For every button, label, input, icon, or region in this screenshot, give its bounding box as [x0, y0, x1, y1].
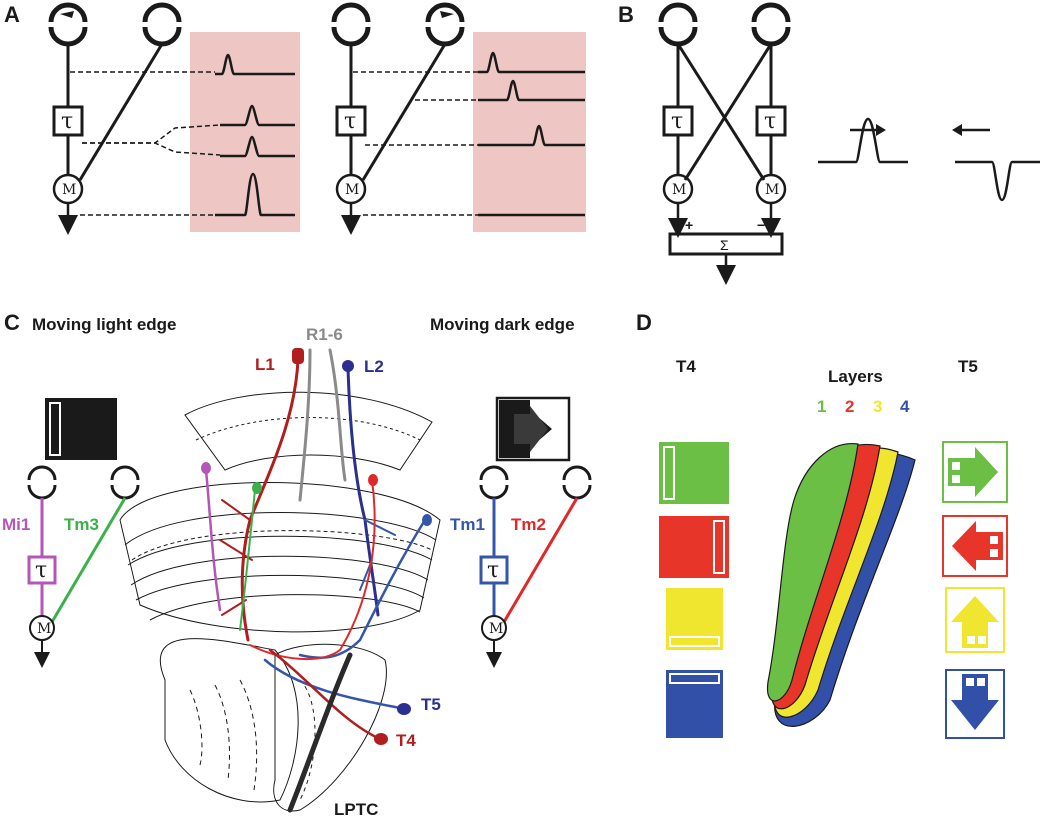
tm2-neuron	[249, 479, 376, 661]
photoreceptor-c3-icon	[479, 465, 509, 500]
photoreceptor-c2-icon	[110, 465, 140, 500]
delay-symbol: τ	[487, 558, 499, 583]
t4-layer4-icon	[666, 670, 723, 738]
minus-sign: −	[757, 217, 765, 233]
mi1-label: Mi1	[2, 515, 30, 534]
multiplier-symbol: M	[345, 182, 359, 198]
photoreceptor-a4-icon	[425, 2, 465, 47]
layer-number-1: 1	[817, 397, 826, 416]
multiplier-symbol: M	[37, 621, 51, 637]
t4-label: T4	[396, 731, 416, 750]
tm3-neuron	[239, 489, 256, 631]
arrow-left-icon	[952, 124, 990, 136]
l2-neuron	[346, 366, 380, 617]
neuron-somata	[201, 348, 432, 745]
photoreceptor-c4-icon	[562, 465, 592, 500]
t5-neuron	[263, 658, 402, 710]
tm1-delay-box	[479, 555, 509, 585]
t4-column-title: T4	[676, 357, 696, 376]
t5-layer1-icon	[942, 441, 1008, 503]
t4-neuron	[268, 648, 380, 740]
panel-d-label: D	[636, 310, 652, 335]
detector-a-left: τ M	[48, 2, 295, 235]
response-positive-trace	[818, 117, 908, 164]
multiplier-symbol: M	[765, 182, 779, 198]
title-moving-light-edge: Moving light edge	[32, 315, 177, 334]
panel-b: B τ τ M M + − Σ	[618, 2, 1040, 285]
delay-symbol: τ	[764, 109, 776, 134]
delay-symbol: τ	[344, 109, 356, 134]
photoreceptor-a2-icon	[142, 2, 182, 47]
t4-layer3-icon	[666, 588, 723, 650]
detector-a-right: τ M	[331, 2, 585, 235]
light-edge-stimulus-icon	[45, 398, 117, 460]
delay-symbol: τ	[61, 109, 73, 134]
l1-label: L1	[255, 355, 275, 374]
layers-title: Layers	[828, 367, 883, 386]
photoreceptor-c1-icon	[27, 465, 57, 500]
r16-neuron	[328, 348, 347, 482]
panel-d: D T4 T5 Layers 1 2 3 4	[636, 310, 1008, 739]
response-negative-trace	[955, 160, 1040, 202]
trace-shade-a-right	[473, 32, 586, 232]
t4-layer1-icon	[659, 442, 729, 504]
r16-label: R1-6	[306, 325, 343, 344]
plus-sign: +	[685, 217, 693, 233]
panel-b-label: B	[618, 2, 634, 27]
title-moving-dark-edge: Moving dark edge	[430, 315, 575, 334]
panel-a-label: A	[4, 2, 20, 27]
photoreceptor-a3-icon	[331, 2, 371, 47]
t5-layer2-icon	[942, 515, 1008, 577]
l1-neuron	[240, 358, 300, 642]
optic-lobe-drawing	[119, 391, 441, 812]
mi1-neuron	[204, 468, 222, 612]
t5-label: T5	[421, 695, 441, 714]
tm2-label: Tm2	[511, 515, 546, 534]
photoreceptor-a1-icon	[48, 2, 88, 47]
tm3-label: Tm3	[64, 515, 99, 534]
photoreceptor-b2-icon	[751, 2, 791, 47]
t5-layer4-icon	[945, 669, 1005, 739]
multiplier-symbol: M	[489, 621, 503, 637]
panel-a: A τ M	[4, 2, 586, 235]
lptc-neuron	[287, 652, 353, 813]
t5-layer3-icon	[945, 587, 1005, 653]
neuron-tracings	[204, 348, 427, 813]
delay-symbol: τ	[35, 558, 47, 583]
multiplier-symbol: M	[62, 182, 76, 198]
layer-number-3: 3	[873, 397, 882, 416]
dark-edge-stimulus-icon	[495, 396, 571, 462]
r16-neuron	[298, 348, 312, 502]
l2-label: L2	[364, 357, 384, 376]
trace-shade-a-left	[190, 32, 300, 232]
layer-number-4: 4	[900, 397, 910, 416]
multiplier-symbol: M	[672, 182, 686, 198]
lptc-label: LPTC	[334, 800, 378, 819]
delay-symbol: τ	[671, 109, 683, 134]
arrow-right-icon	[850, 124, 886, 136]
sum-symbol: Σ	[720, 237, 729, 253]
t5-column-title: T5	[958, 357, 978, 376]
layer-number-2: 2	[845, 397, 854, 416]
t4-layer2-icon	[659, 516, 729, 578]
tm1-label: Tm1	[450, 515, 485, 534]
panel-c: C Moving light edge Moving dark edge τ M…	[2, 310, 592, 819]
mi1-delay-box	[27, 555, 57, 585]
tm1-neuron	[298, 518, 427, 660]
lobula-plate-layers	[766, 443, 916, 727]
photoreceptor-b1-icon	[658, 2, 698, 47]
panel-c-label: C	[4, 310, 20, 335]
